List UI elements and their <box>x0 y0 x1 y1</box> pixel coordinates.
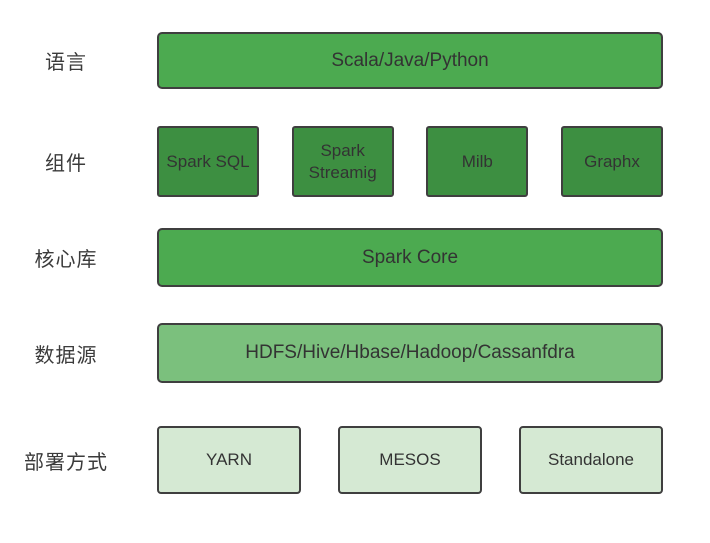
box-spark-core: Spark Core <box>157 228 663 287</box>
row-deployment-modes: 部署方式 YARN MESOS Standalone <box>0 426 710 494</box>
box-standalone: Standalone <box>519 426 663 494</box>
box-yarn: YARN <box>157 426 301 494</box>
row-label-languages: 语言 <box>45 52 87 74</box>
row-content-languages: Scala/Java/Python <box>157 32 663 89</box>
box-scala-java-python: Scala/Java/Python <box>157 32 663 89</box>
row-data-sources: 数据源 HDFS/Hive/Hbase/Hadoop/Cassanfdra <box>0 323 710 383</box>
row-label-deployment-modes: 部署方式 <box>24 451 108 474</box>
row-languages: 语言 Scala/Java/Python <box>0 32 710 89</box>
box-graphx: Graphx <box>560 126 663 197</box>
row-core-library: 核心库 Spark Core <box>0 228 710 287</box>
row-content-data-sources: HDFS/Hive/Hbase/Hadoop/Cassanfdra <box>157 323 663 383</box>
row-content-deployment-modes: YARN MESOS Standalone <box>157 426 663 494</box>
box-data-sources: HDFS/Hive/Hbase/Hadoop/Cassanfdra <box>157 323 663 383</box>
row-components: 组件 Spark SQL Spark Streamig Milb Graphx <box>0 126 710 197</box>
box-mesos: MESOS <box>338 426 482 494</box>
box-spark-sql: Spark SQL <box>157 126 259 197</box>
box-mllib: Milb <box>426 126 529 197</box>
row-content-core-library: Spark Core <box>157 228 663 287</box>
row-label-components: 组件 <box>45 153 87 175</box>
row-label-data-sources: 数据源 <box>34 344 98 367</box>
row-content-components: Spark SQL Spark Streamig Milb Graphx <box>157 126 663 197</box>
box-spark-streaming: Spark Streamig <box>291 126 394 197</box>
row-label-core-library: 核心库 <box>34 249 98 271</box>
